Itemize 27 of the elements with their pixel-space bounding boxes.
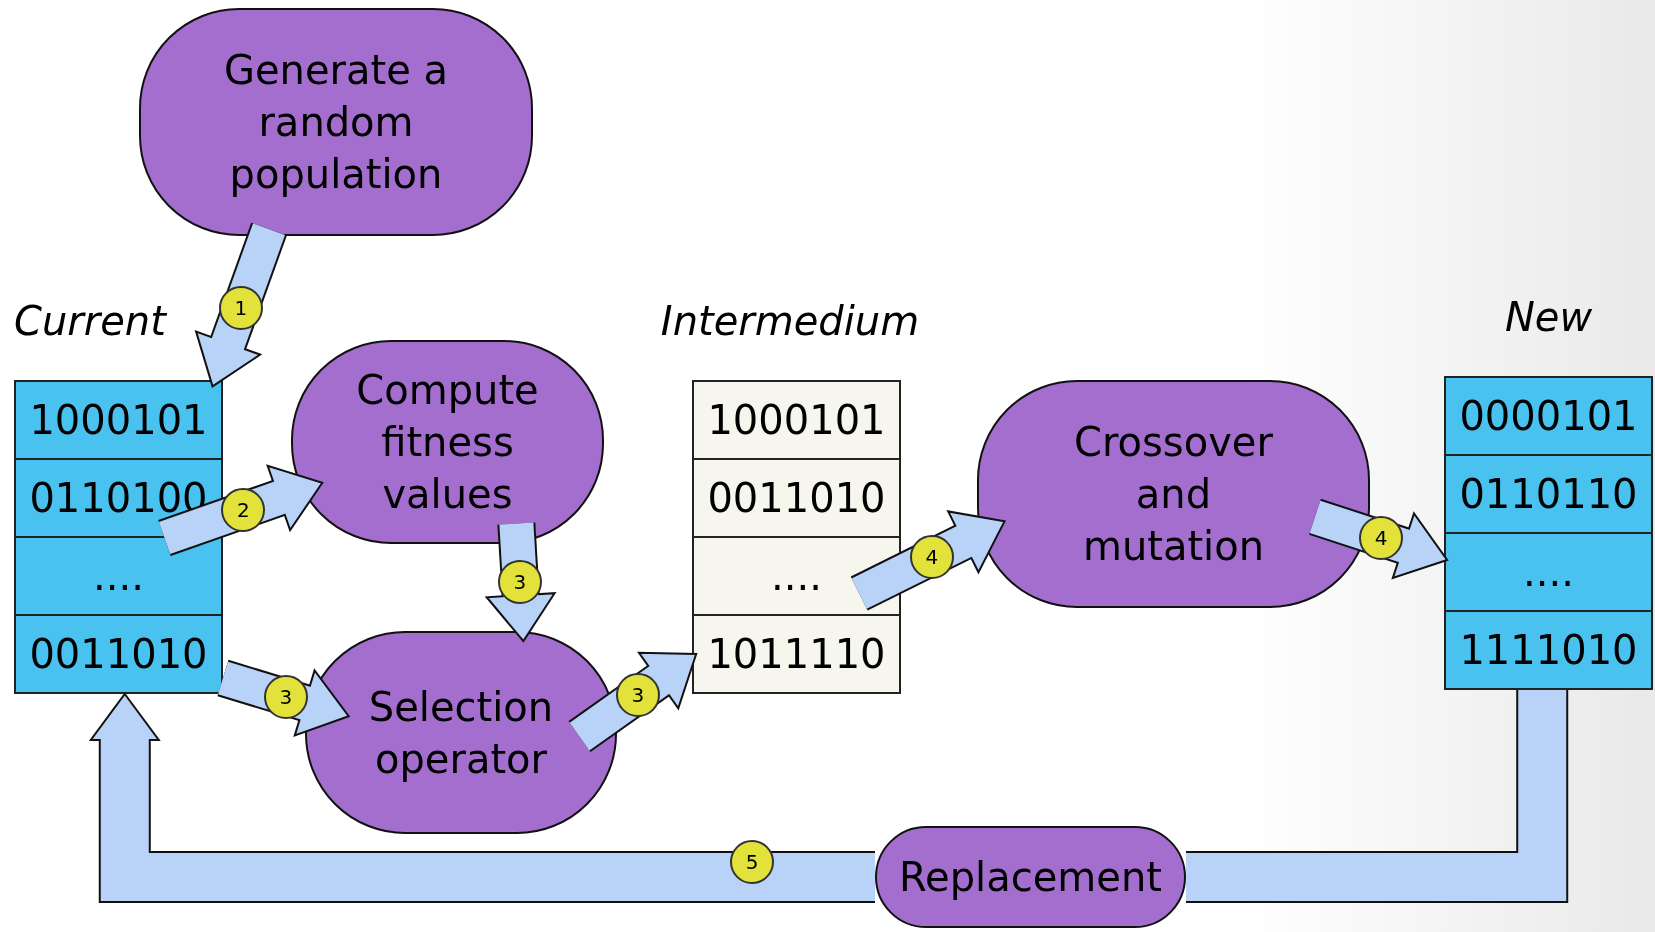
table-cell: 0011010 xyxy=(692,458,901,538)
table-cell: 0110110 xyxy=(1444,454,1653,534)
table-cell: 1111010 xyxy=(1444,610,1653,690)
table-cell: .... xyxy=(14,536,223,616)
table-cell: 1011110 xyxy=(692,614,901,694)
process-box: Selection operator xyxy=(305,631,617,834)
block-arrow xyxy=(158,464,324,556)
step-number: 3 xyxy=(615,673,660,718)
process-box: Crossover and mutation xyxy=(977,380,1370,608)
table-heading: Intermedium xyxy=(660,298,920,344)
process-box: Generate a random population xyxy=(139,8,533,236)
block-arrow xyxy=(217,659,351,737)
step-number: 5 xyxy=(730,840,774,884)
block-arrow xyxy=(194,222,287,388)
table-cell: 0000101 xyxy=(1444,376,1653,456)
process-box: Compute fitness values xyxy=(291,340,604,544)
block-arrow xyxy=(88,692,875,903)
table-cell: 1000101 xyxy=(14,380,223,460)
block-arrow xyxy=(568,651,698,753)
process-box: Replacement xyxy=(875,826,1186,928)
table-cell: .... xyxy=(1444,532,1653,612)
table-heading: Current xyxy=(14,298,166,344)
table-heading: New xyxy=(1504,294,1593,340)
block-arrow xyxy=(1309,498,1449,580)
table-cell: 0011010 xyxy=(14,614,223,694)
table-cell: 1000101 xyxy=(692,380,901,460)
block-arrow xyxy=(850,510,1006,611)
